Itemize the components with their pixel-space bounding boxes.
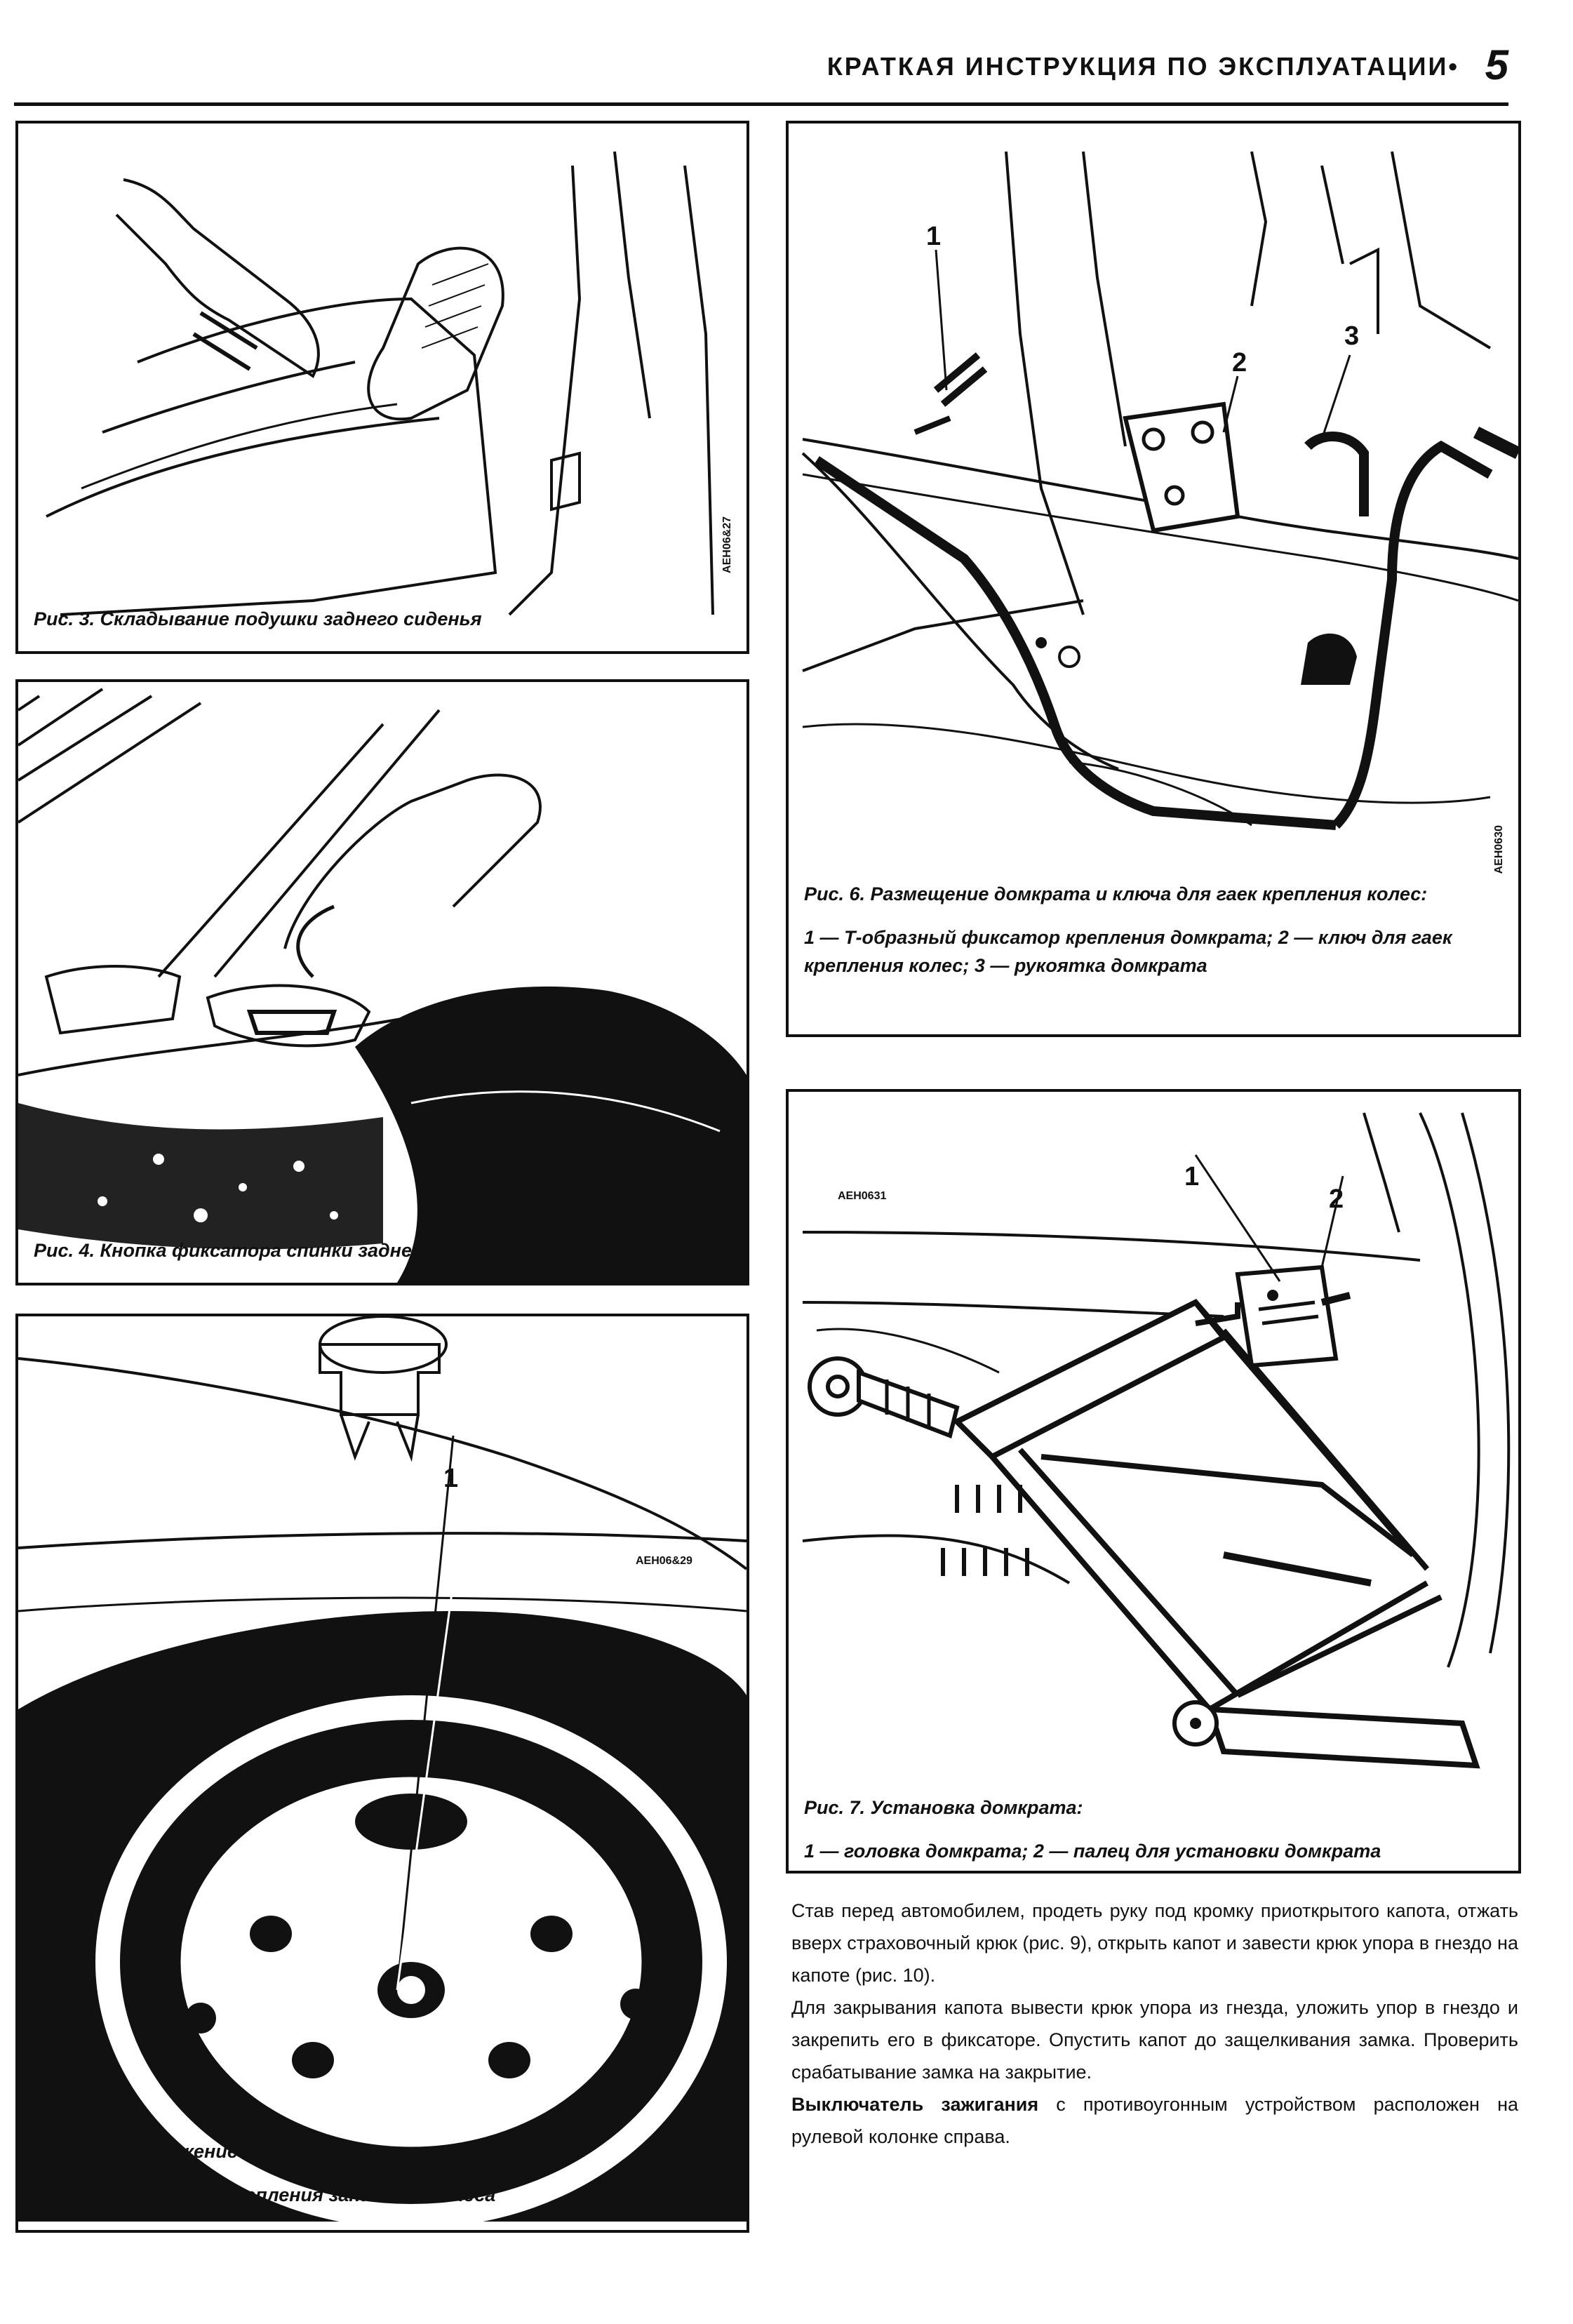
page-number: 5	[1485, 41, 1508, 88]
figure-6-callout-3: 3	[1344, 321, 1360, 351]
figure-4-caption: Рис. 4. Кнопка фиксатора спинки заднего …	[34, 1240, 517, 1261]
figure-6-caption: Рис. 6. Размещение домкрата и ключа для …	[804, 883, 1452, 976]
running-header: КРАТКАЯ ИНСТРУКЦИЯ ПО ЭКСПЛУАТАЦИИ• 5	[14, 41, 1508, 106]
figure-3: AEH06&27 Рис. 3. Складывание подушки зад…	[15, 121, 749, 654]
figure-3-caption: Рис. 3. Складывание подушки заднего сиде…	[34, 608, 482, 629]
figure-4-code: AEH0628	[721, 1166, 733, 1215]
body-text: Став перед автомобилем, продеть руку под…	[791, 1895, 1518, 2153]
figure-3-code: AEH06&27	[721, 516, 733, 573]
figure-5-caption: Рис. 5. Расположение запасного колеса: 1…	[34, 2141, 496, 2205]
figure-5: 1 AEH06&29 Рис. 5. Расположение запасног…	[15, 1314, 749, 2233]
ignition-switch-term: Выключатель зажигания	[791, 2094, 1039, 2115]
figure-7-callout-1: 1	[1184, 1162, 1200, 1191]
figure-6-callout-2: 2	[1232, 348, 1247, 378]
figure-6-illustration	[801, 151, 1518, 830]
figure-6-code: AEH0630	[1493, 825, 1505, 874]
figure-7: 1 2 AEH0631 Рис. 7. Установка домкрата: …	[786, 1089, 1521, 1874]
figure-6-callout-1: 1	[926, 222, 942, 251]
figure-7-caption: Рис. 7. Установка домкрата: 1 — головка …	[804, 1797, 1381, 1862]
figure-6: 1 2 3 AEH0630 Рис. 6. Размещение домкрат…	[786, 121, 1521, 1037]
figure-7-code: AEH0631	[838, 1190, 887, 1202]
figure-7-callout-2: 2	[1329, 1184, 1344, 1214]
figure-3-illustration	[46, 151, 714, 616]
body-paragraph-2: Для закрывания капота вывести крюк упора…	[791, 1997, 1518, 2083]
figure-7-illustration	[802, 1112, 1511, 1769]
figure-5-callout-1: 1	[443, 1464, 459, 1493]
figure-4: AEH0628 Рис. 4. Кнопка фиксатора спинки …	[15, 679, 749, 1285]
figure-4-illustration	[18, 688, 747, 1283]
figure-5-code: AEH06&29	[636, 1555, 692, 1567]
figure-5-illustration	[18, 1316, 747, 2229]
body-paragraph-3: Выключатель зажигания с противоугонным у…	[791, 2094, 1518, 2147]
header-title: КРАТКАЯ ИНСТРУКЦИЯ ПО ЭКСПЛУАТАЦИИ•	[826, 52, 1459, 81]
body-paragraph-1: Став перед автомобилем, продеть руку под…	[791, 1900, 1518, 1986]
